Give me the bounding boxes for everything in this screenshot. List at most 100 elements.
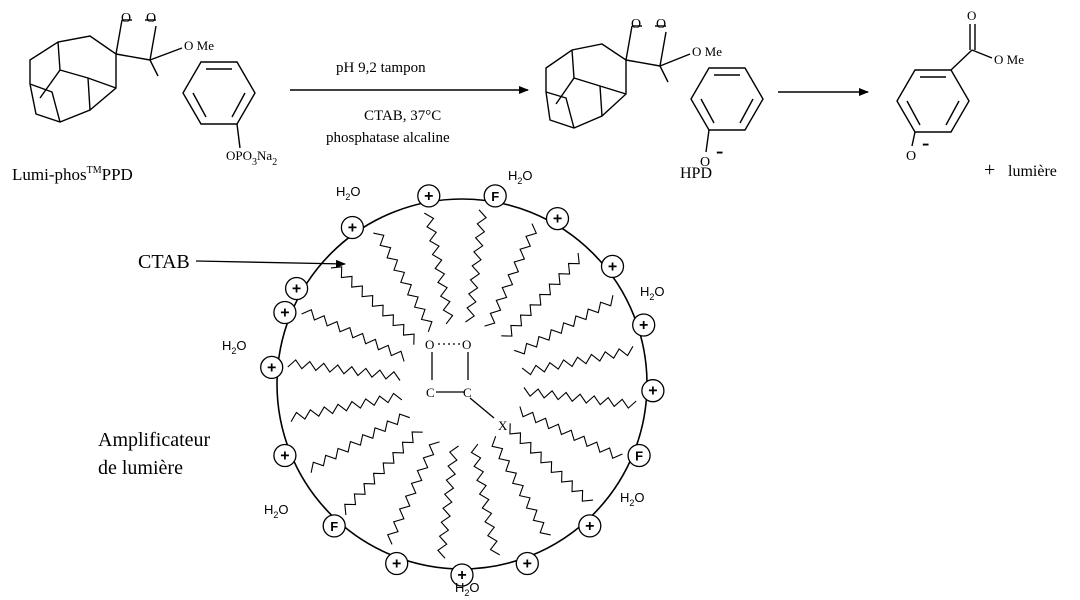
svg-text:+: + — [608, 258, 617, 275]
hpd-adamantane-cage — [546, 44, 626, 128]
svg-text:+: + — [553, 211, 562, 228]
surfactant-tail — [302, 310, 405, 362]
core-x: X — [498, 418, 508, 433]
cationic-headgroup: + — [274, 445, 296, 467]
cationic-headgroup: + — [274, 302, 296, 324]
surfactant-tail — [388, 442, 440, 545]
cationic-headgroup: + — [602, 255, 624, 277]
plus-sign: + — [984, 159, 995, 181]
surfactant-tail — [522, 346, 633, 374]
svg-text:F: F — [635, 449, 643, 464]
cationic-headgroup: + — [386, 553, 408, 575]
micelle: +++F++++F++++F+++ O O C C X — [261, 185, 664, 586]
surfactant-tail — [520, 407, 623, 459]
fluorophore-headgroup: F — [484, 185, 506, 207]
cationic-headgroup: + — [418, 185, 440, 207]
ester-minus: - — [922, 130, 929, 155]
water-label: H2O — [336, 184, 361, 202]
svg-text:+: + — [648, 383, 657, 400]
micelle-boundary — [277, 199, 647, 569]
ester-phenolate-o: O — [906, 149, 916, 164]
surfactant-tail — [471, 444, 499, 555]
surfactant-tail — [438, 446, 459, 558]
ctab-arrow — [196, 259, 346, 268]
surfactant-tail — [424, 213, 452, 324]
ctab-label: CTAB — [138, 251, 190, 273]
water-label: H2O — [620, 490, 645, 508]
hpd-aryl-ring — [691, 68, 763, 130]
hpd-phenolate-o: O — [700, 155, 710, 170]
cationic-headgroup: + — [516, 553, 538, 575]
svg-text:+: + — [292, 281, 301, 298]
water-label: H2O — [222, 338, 247, 356]
adamantane-cage — [30, 36, 116, 122]
lumiphos-structure — [30, 20, 255, 148]
svg-text:F: F — [330, 519, 338, 534]
svg-text:+: + — [424, 188, 433, 205]
core-c-right: C — [463, 385, 472, 400]
ester-carbonyl-o: O — [967, 8, 976, 23]
phosphate-group: OPO3Na2 — [226, 148, 277, 168]
water-label: H2O — [455, 580, 480, 598]
water-label: H2O — [508, 168, 533, 186]
surfactant-tail — [466, 210, 487, 322]
hpd-structure — [546, 26, 763, 152]
svg-text:+: + — [639, 317, 648, 334]
condition-line-3: phosphatase alcaline — [326, 130, 450, 146]
hpd-dioxetane-ring — [626, 26, 666, 66]
condition-line-2: CTAB, 37°C — [364, 108, 441, 124]
surfactant-tail — [492, 436, 551, 535]
svg-text:+: + — [457, 567, 466, 584]
svg-text:+: + — [585, 518, 594, 535]
cationic-headgroup: + — [579, 515, 601, 537]
surfactant-tail — [311, 414, 410, 473]
water-label: H2O — [640, 284, 665, 302]
svg-text:+: + — [523, 556, 532, 573]
cationic-headgroup: + — [286, 278, 308, 300]
water-label: H2O — [264, 502, 289, 520]
svg-text:+: + — [280, 305, 289, 322]
water-labels: H2O H2O H2O H2O H2O H2O H2O — [222, 168, 665, 598]
surfactant-tail — [485, 224, 537, 327]
reaction-scheme — [30, 20, 992, 152]
core-o-right: O — [462, 337, 471, 352]
svg-text:F: F — [491, 189, 499, 204]
cationic-headgroup: + — [341, 217, 363, 239]
reaction-labels: O O O Me OPO3Na2 Lumi-phosTMPPD pH 9,2 t… — [12, 8, 1057, 184]
surfactant-tail — [514, 295, 613, 354]
reactant-ome: O Me — [184, 38, 214, 53]
headgroups: +++F++++F++++F+++ — [261, 185, 664, 586]
surfactant-tail — [331, 267, 414, 345]
hpd-ome: O Me — [692, 44, 722, 59]
cationic-headgroup: + — [261, 356, 283, 378]
surfactant-tails — [288, 210, 636, 558]
cationic-headgroup: + — [642, 380, 664, 402]
core-o-left: O — [425, 337, 434, 352]
hpd-label: HPD — [680, 165, 712, 182]
reagent-name: Lumi-phosTMPPD — [12, 165, 133, 184]
reactant-ring-o2: O — [146, 11, 156, 26]
hpd-ring-o2: O — [656, 17, 666, 32]
ester-aryl-ring — [897, 70, 969, 132]
svg-text:+: + — [267, 359, 276, 376]
svg-text:+: + — [392, 556, 401, 573]
surfactant-tail — [524, 388, 636, 409]
condition-line-1: pH 9,2 tampon — [336, 60, 426, 76]
surfactant-tail — [345, 432, 423, 515]
fluorophore-headgroup: F — [628, 445, 650, 467]
hpd-ring-o1: O — [631, 17, 641, 32]
surfactant-tail — [510, 423, 593, 501]
fluorophore-headgroup: F — [323, 515, 345, 537]
surfactant-tail — [291, 393, 402, 421]
amplifier-line-2: de lumière — [98, 457, 183, 479]
hpd-minus: - — [716, 138, 723, 163]
light-label: lumière — [1008, 163, 1057, 180]
surfactant-tail — [288, 360, 400, 381]
reactant-ring-o1: O — [121, 11, 131, 26]
svg-text:+: + — [348, 220, 357, 237]
aryl-ring — [183, 62, 255, 124]
svg-text:+: + — [280, 448, 289, 465]
amplifier-line-1: Amplificateur — [98, 429, 211, 451]
cationic-headgroup: + — [451, 564, 473, 586]
